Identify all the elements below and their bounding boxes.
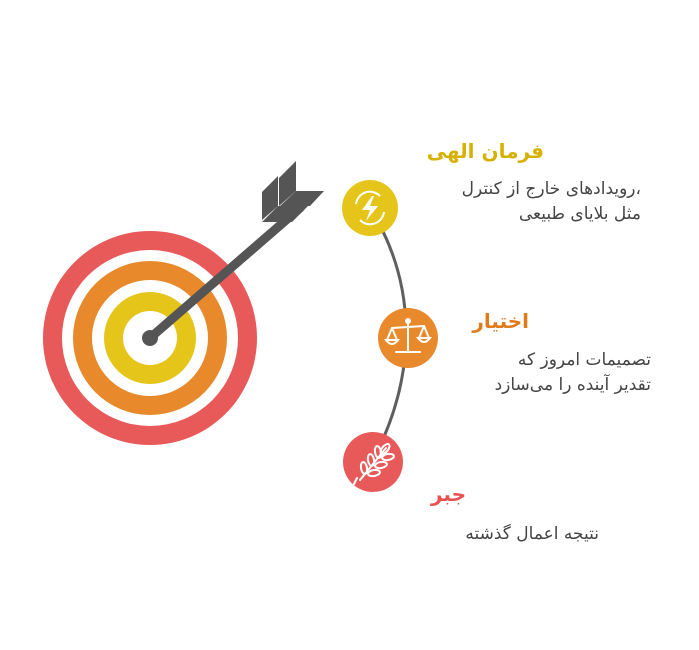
fate-line-1: نتیجه اعمال گذشته xyxy=(465,524,599,544)
divine-command-line-2: مثل بلایای طبیعی xyxy=(518,204,641,224)
fate-description: نتیجه اعمال گذشته xyxy=(465,522,599,547)
fate-node xyxy=(343,432,403,492)
divine-command-node xyxy=(342,180,398,236)
lightning-icon xyxy=(355,190,385,226)
free-will-node xyxy=(378,308,438,368)
wheat-icon xyxy=(353,443,395,485)
free-will-line-1: تصمیمات امروز که xyxy=(517,350,651,370)
arrow xyxy=(142,161,324,346)
scales-icon xyxy=(383,318,433,353)
divine-command-title: فرمان الهی xyxy=(426,139,544,163)
free-will-line-2: تقدیر آینده را می‌سازد xyxy=(494,375,651,395)
divine-command-line-1: ،رویدادهای خارج از کنترل xyxy=(461,179,641,199)
free-will-description: تصمیمات امروز که تقدیر آینده را می‌سازد xyxy=(495,348,651,398)
free-will-title: اختیار xyxy=(472,309,529,333)
fate-title: جبر xyxy=(430,482,466,506)
divine-command-description: ،رویدادهای خارج از کنترل مثل بلایای طبیع… xyxy=(462,177,641,227)
